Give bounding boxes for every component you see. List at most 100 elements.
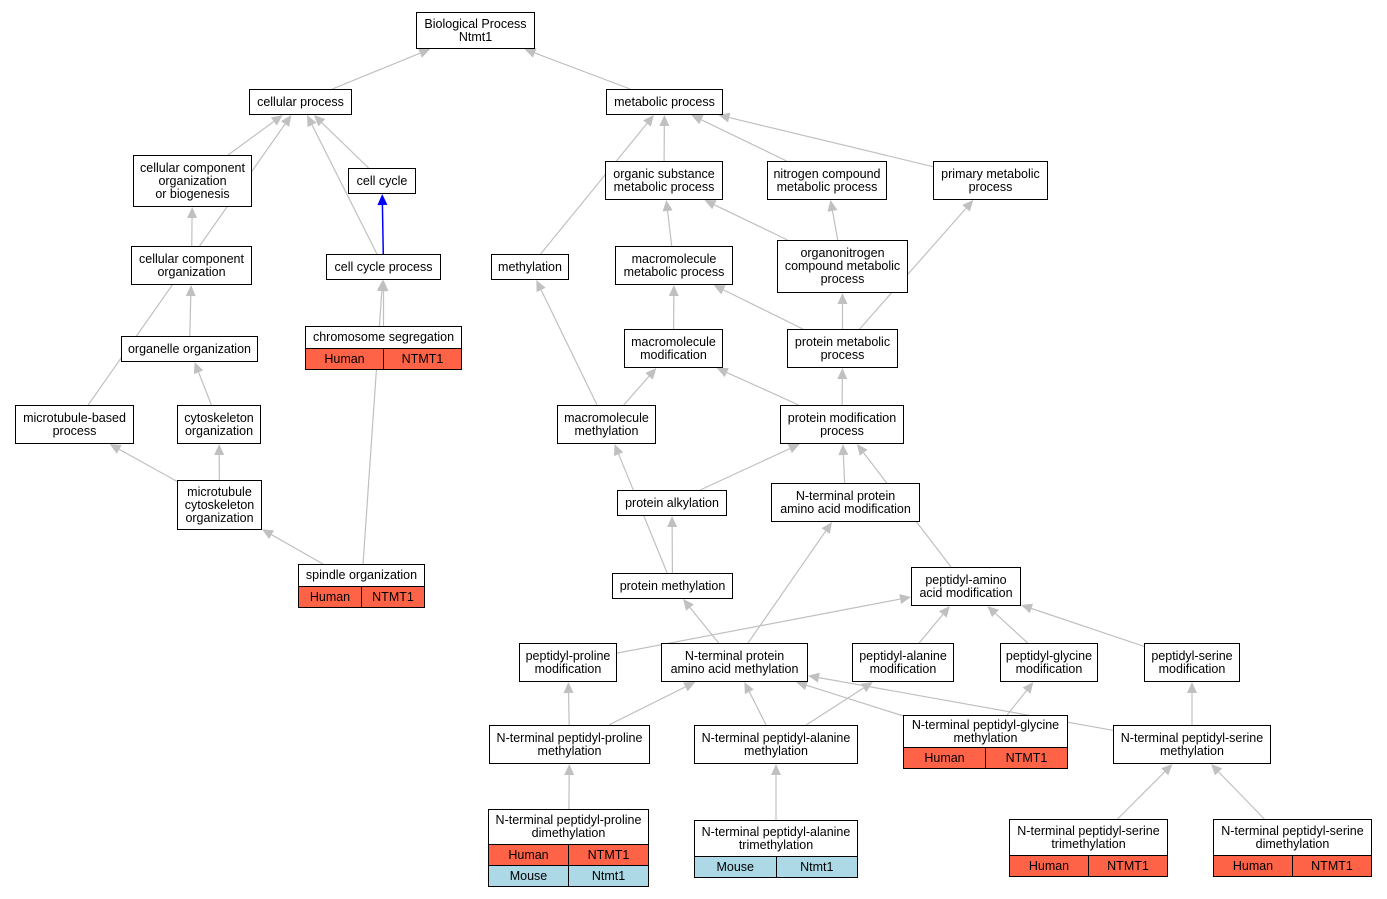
arrowhead [796,680,809,691]
arrowhead [683,599,694,611]
go-term-methylation[interactable]: methylation [491,254,569,280]
arrowhead [1210,764,1223,776]
arrowhead [564,764,575,776]
go-term-microtubule-cytoskeleton-org[interactable]: microtubule cytoskeleton organization [177,480,262,530]
edge-nterm-peptidyl-alanine-meth-to-peptidyl-alanine-mod [805,687,864,726]
go-term-label: metabolic process [614,94,715,109]
go-term-label: organic substance metabolic process [613,166,715,194]
arrowhead [214,444,225,456]
gene-cell: NTMT1 [985,748,1067,768]
go-term-label: organelle organization [127,341,251,356]
go-term-cellular-component-org[interactable]: cellular component organization [131,246,252,285]
species-cell: Human [1214,856,1292,876]
go-term-nterm-peptidyl-serine-trimeth[interactable]: N-terminal peptidyl-serine trimethylatio… [1009,819,1168,877]
go-term-nterm-peptidyl-proline-dimeth[interactable]: N-terminal peptidyl-proline dimethylatio… [488,809,649,887]
go-term-peptidyl-serine-mod[interactable]: peptidyl-serine modification [1144,643,1240,682]
arrowhead [838,444,849,456]
edge-nterm-peptidyl-glycine-meth-to-peptidyl-glycine-mod [1006,690,1028,716]
gene-cell: Ntmt1 [775,857,857,877]
go-term-cytoskeleton-org[interactable]: cytoskeleton organization [177,405,261,444]
go-term-nterm-peptidyl-proline-meth[interactable]: N-terminal peptidyl-proline methylation [489,725,650,764]
edge-metabolic-process-to-biological-process [534,52,631,90]
arrowhead [718,112,731,123]
go-term-organonitrogen-compound-metabolic[interactable]: organonitrogen compound metabolic proces… [777,240,908,293]
go-term-peptidyl-glycine-mod[interactable]: peptidyl-glycine modification [1000,643,1098,682]
arrowhead [1021,603,1034,614]
go-term-nterm-peptidyl-alanine-meth[interactable]: N-terminal peptidyl-alanine methylation [694,725,858,764]
edge-cell-cycle-to-cellular-process [321,122,370,169]
go-term-nterm-peptidyl-serine-meth[interactable]: N-terminal peptidyl-serine methylation [1113,725,1271,764]
go-term-label: peptidyl-serine modification [1151,648,1233,676]
edge-peptidyl-alanine-mod-to-peptidyl-aa-modification [918,614,944,644]
go-term-protein-metabolic[interactable]: protein metabolic process [787,329,898,368]
go-term-label: chromosome segregation [312,330,455,344]
arrowhead [563,682,574,694]
go-term-nterm-peptidyl-serine-dimeth[interactable]: N-terminal peptidyl-serine dimethylation… [1213,819,1372,877]
gene-cell: Ntmt1 [568,866,648,886]
species-cell: Human [904,748,985,768]
arrowhead [987,606,999,618]
go-term-peptidyl-aa-modification[interactable]: peptidyl-amino acid modification [911,567,1021,606]
arrowhead [643,115,654,127]
go-term-label: N-terminal protein amino acid modificati… [780,488,911,516]
go-term-nterm-protein-aa-methylation[interactable]: N-terminal protein amino acid methylatio… [661,643,808,682]
arrowhead [837,293,848,304]
go-term-organic-substance-metabolic[interactable]: organic substance metabolic process [605,161,723,200]
go-term-cell-cycle[interactable]: cell cycle [348,168,416,194]
go-term-label: peptidyl-alanine modification [859,648,947,676]
go-term-label: N-terminal peptidyl-proline methylation [496,730,643,758]
go-term-macromolecule-metabolic[interactable]: macromolecule metabolic process [615,246,733,285]
arrowhead [1161,764,1173,776]
edge-nterm-peptidyl-serine-dimeth-to-nterm-peptidyl-serine-meth [1218,771,1265,820]
go-term-label: macromolecule modification [631,334,716,362]
go-term-nterm-peptidyl-alanine-trimeth[interactable]: N-terminal peptidyl-alanine trimethylati… [694,820,858,878]
arrowhead [659,115,670,127]
go-term-macromolecule-modification[interactable]: macromolecule modification [624,329,723,368]
arrowhead [771,764,781,775]
edge-cellular-component-org-biogenesis-to-cellular-process [227,121,275,156]
go-term-nterm-protein-aa-modification[interactable]: N-terminal protein amino acid modificati… [771,483,920,522]
edge-nterm-peptidyl-serine-trimeth-to-nterm-peptidyl-serine-meth [1117,771,1166,820]
go-term-organelle-org[interactable]: organelle organization [121,336,258,362]
go-term-protein-methylation[interactable]: protein methylation [612,573,733,599]
arrowhead [667,516,678,528]
edge-nterm-peptidyl-alanine-meth-to-nterm-protein-aa-methylation [748,691,767,726]
go-term-protein-alkylation[interactable]: protein alkylation [617,490,727,516]
go-term-biological-process[interactable]: Biological Process Ntmt1 [416,12,535,49]
go-term-label: protein modification process [787,410,897,438]
go-term-primary-metabolic[interactable]: primary metabolic process [933,161,1048,200]
go-term-cellular-process[interactable]: cellular process [249,89,352,115]
go-term-label: primary metabolic process [941,166,1040,194]
go-term-metabolic-process[interactable]: metabolic process [606,89,723,115]
go-term-cell-cycle-process[interactable]: cell cycle process [326,254,441,280]
gene-cell: NTMT1 [361,587,424,607]
go-term-label: cellular component organization or bioge… [140,160,245,201]
go-term-macromolecule-methylation[interactable]: macromolecule methylation [557,405,656,444]
go-term-microtubule-based-process[interactable]: microtubule-based process [15,405,134,444]
go-term-cellular-component-org-biogenesis[interactable]: cellular component organization or bioge… [133,155,252,207]
species-cell: Human [306,349,383,369]
go-term-nitrogen-compound-metabolic[interactable]: nitrogen compound metabolic process [767,161,887,200]
go-term-label: macromolecule metabolic process [623,251,725,279]
edge-peptidyl-serine-mod-to-peptidyl-aa-modification [1031,607,1145,647]
go-term-peptidyl-alanine-mod[interactable]: peptidyl-alanine modification [852,643,954,682]
go-term-protein-modification-process[interactable]: protein modification process [780,405,904,444]
go-term-label: protein metabolic process [794,334,891,362]
arrowhead [713,285,726,295]
species-cell: Human [1010,856,1088,876]
go-term-label: N-terminal peptidyl-serine methylation [1120,730,1264,758]
edge-organonitrogen-compound-metabolic-to-nitrogen-compound-metabolic [831,210,839,241]
go-term-label: nitrogen compound metabolic process [773,166,881,194]
go-term-label: cell cycle [356,173,408,188]
go-term-peptidyl-proline-mod[interactable]: peptidyl-proline modification [519,643,617,682]
arrowhead [787,444,800,454]
arrowhead [837,368,848,380]
